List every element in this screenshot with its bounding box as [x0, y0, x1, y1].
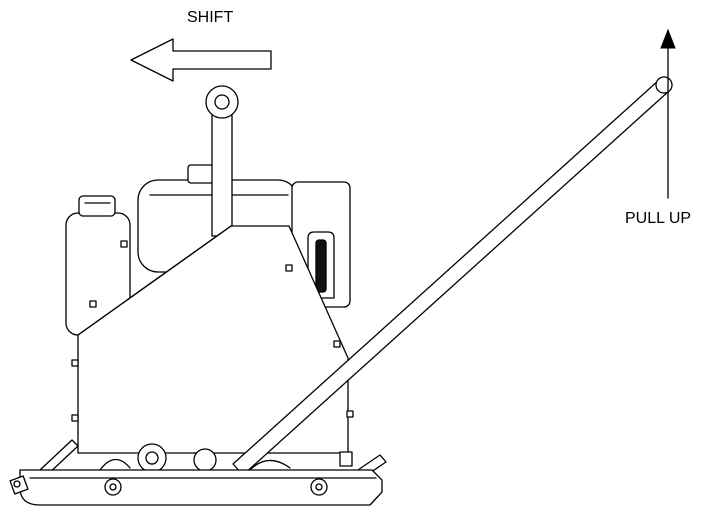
pull-up-arrow	[660, 28, 676, 199]
exciter-assembly	[99, 443, 353, 473]
shift-arrow	[130, 38, 272, 82]
guide-rod	[205, 85, 239, 237]
fuel-tank	[65, 195, 131, 336]
base-plate	[9, 469, 383, 506]
pull-up-label: PULL UP	[625, 210, 692, 227]
shift-label: SHIFT	[187, 9, 234, 26]
